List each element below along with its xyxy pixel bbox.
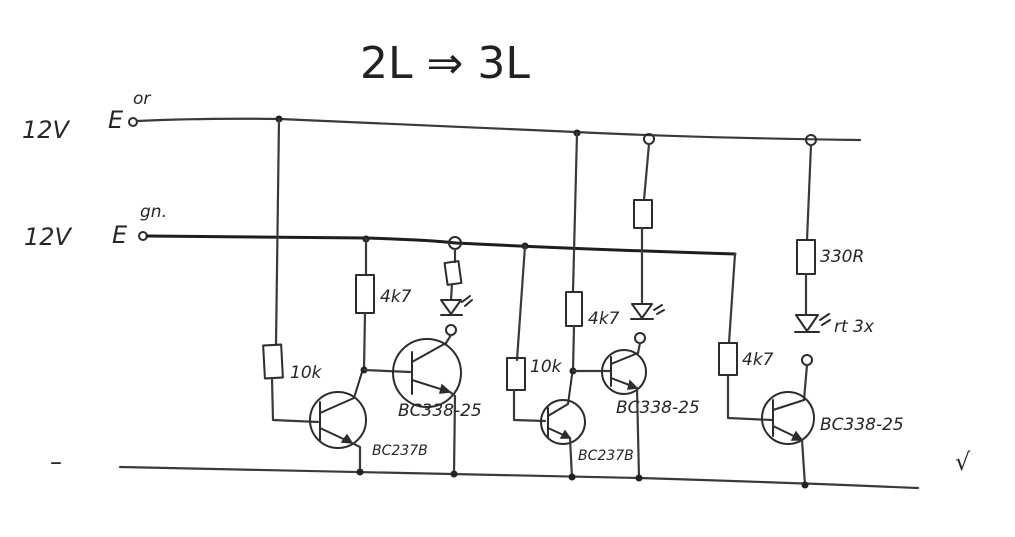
q4-ground-wire: [635, 386, 641, 480]
resistor-led1: [443, 260, 463, 286]
resistor-r5-label: 4k7: [742, 350, 774, 370]
rail-green-terminal: E: [112, 221, 128, 249]
transistor-q5-arrow: [790, 430, 804, 441]
transistor-q5-collector: [772, 399, 805, 411]
resistor-r4-label: 4k7: [588, 309, 620, 329]
r1-base-wire: [270, 376, 320, 424]
led-1: [440, 299, 462, 315]
transistor-q4-label: BC338-25: [616, 398, 700, 418]
r5-base-wire: [726, 373, 774, 422]
rail-green-tag: gn.: [140, 202, 167, 222]
q3-ground-wire: [568, 436, 574, 480]
resistor-r2: [355, 274, 375, 314]
transistor-q1-collector: [319, 371, 363, 414]
r4-wire: [571, 131, 579, 294]
check-mark: √: [955, 448, 971, 476]
junction-node: [356, 468, 364, 476]
led-1-rays: [461, 295, 473, 307]
junction-node: [568, 473, 576, 481]
resistor-r2-label: 4k7: [380, 287, 412, 307]
transistor-q1-label: BC237B: [372, 443, 428, 459]
transistor-q1: [309, 391, 367, 449]
transistor-q5-label: BC338-25: [820, 415, 904, 435]
transistor-q1-arrow: [340, 433, 354, 444]
transistor-q5: [761, 391, 815, 445]
resistor-r6: [796, 239, 816, 275]
led2-wire: [642, 142, 651, 202]
rail-green-wire: [145, 234, 737, 256]
resistor-r1: [262, 343, 284, 380]
transistor-q3: [540, 399, 586, 445]
transistor-q3-label: BC237B: [578, 448, 634, 464]
transistor-q4-arrow: [627, 379, 639, 390]
q2-base-wire: [362, 368, 412, 374]
terminal-orange: [128, 117, 138, 127]
rail-green-voltage: 12V: [24, 223, 73, 251]
q4-collector-wire: [636, 341, 642, 355]
r3-wire: [515, 244, 527, 362]
rail-orange-voltage: 12V: [22, 116, 71, 144]
schematic-title: 2L ⇒ 3L: [360, 38, 530, 89]
r4-lower-wire: [571, 324, 576, 373]
resistor-r5: [718, 342, 738, 376]
terminal-node: [634, 332, 646, 344]
led-2: [631, 303, 653, 319]
q1-ground-wire: [350, 441, 362, 474]
ground-rail-wire: [118, 465, 920, 490]
r1-wire: [274, 117, 281, 347]
r2-lower-wire: [362, 311, 367, 372]
led-2-rays: [653, 304, 665, 315]
led-3-label: rt 3x: [834, 317, 875, 337]
q5-collector-wire: [802, 363, 809, 402]
led1-wire2: [449, 282, 454, 302]
resistor-r6-label: 330R: [820, 247, 864, 267]
transistor-q3-collector: [547, 374, 573, 417]
rail-orange-terminal: E: [108, 106, 124, 134]
terminal-node: [801, 354, 813, 366]
rail-orange-tag: or: [133, 89, 151, 109]
led-3-rays: [819, 313, 831, 326]
junction-node: [450, 470, 458, 478]
transistor-q4-collector: [610, 352, 639, 365]
q2-ground-wire: [448, 390, 457, 476]
junction-node: [801, 481, 809, 489]
transistor-q2-label: BC338-25: [398, 401, 482, 421]
junction-node: [635, 474, 643, 482]
terminal-node: [445, 324, 457, 336]
ground-symbol: –: [50, 448, 62, 476]
r6-wire: [805, 143, 813, 242]
r3-base-wire: [512, 388, 547, 423]
transistor-q2-collector: [411, 342, 447, 363]
resistor-r1-label: 10k: [290, 363, 323, 383]
transistor-q2-arrow: [439, 383, 452, 394]
r5-wire: [727, 252, 737, 345]
q5-ground-wire: [800, 438, 807, 487]
resistor-r3: [506, 357, 526, 391]
resistor-r3-label: 10k: [530, 357, 563, 377]
led-3: [795, 314, 819, 332]
transistor-q3-arrow: [559, 429, 572, 439]
rail-orange-wire: [135, 117, 862, 142]
resistor-led2: [633, 199, 653, 229]
resistor-r4: [565, 291, 583, 327]
transistor-q2: [392, 338, 462, 408]
q2-collector-wire: [444, 333, 453, 345]
transistor-q4: [601, 349, 647, 395]
